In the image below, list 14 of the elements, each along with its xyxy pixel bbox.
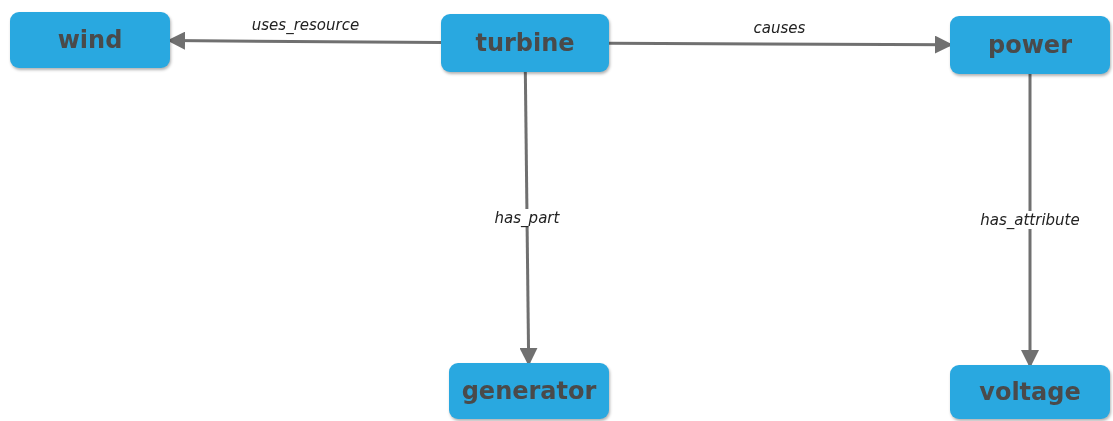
arrow	[1021, 74, 1039, 368]
concept-label: turbine	[475, 29, 575, 57]
concept-label: voltage	[979, 378, 1081, 406]
concept-box	[950, 365, 1110, 419]
concept-box	[449, 363, 609, 419]
edge-label: has_part	[492, 208, 562, 227]
concept-box	[950, 16, 1110, 74]
concept-label: generator	[461, 377, 597, 405]
concept-label: wind	[57, 26, 123, 54]
concept-box	[10, 12, 170, 68]
edge-label: has_attribute	[978, 210, 1082, 229]
concept-box	[441, 14, 609, 72]
concept-label: power	[988, 31, 1072, 59]
arrow	[519, 72, 538, 366]
